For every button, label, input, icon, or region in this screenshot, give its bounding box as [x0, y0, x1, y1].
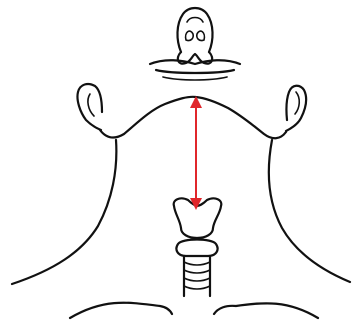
right-clavicle [214, 303, 318, 318]
left-clavicle [70, 303, 172, 318]
left-ear [77, 84, 102, 130]
trachea [176, 240, 217, 297]
nose-icon [177, 8, 212, 64]
neck-left-side [12, 140, 116, 284]
double-arrow-icon [190, 96, 202, 210]
neck-right-side [269, 140, 350, 282]
lips-drawing [150, 60, 240, 80]
right-ear [286, 86, 306, 131]
